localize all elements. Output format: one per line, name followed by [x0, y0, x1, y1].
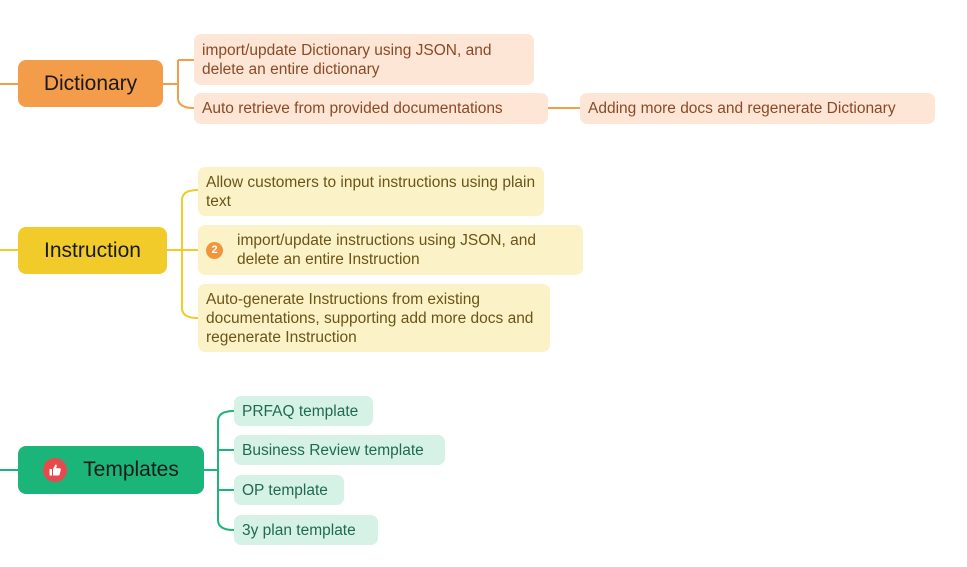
dictionary-child-2[interactable]: Auto retrieve from provided documentatio… — [194, 93, 548, 124]
templates-child-4[interactable]: 3y plan template — [234, 515, 378, 545]
templates-child-1[interactable]: PRFAQ template — [234, 396, 373, 426]
instruction-child-1[interactable]: Allow customers to input instructions us… — [198, 167, 544, 216]
instruction-child-2[interactable]: 2 import/update instructions using JSON,… — [198, 225, 583, 275]
dictionary-child-1[interactable]: import/update Dictionary using JSON, and… — [194, 34, 534, 85]
dictionary-label: Dictionary — [43, 71, 138, 95]
instruction-child-3[interactable]: Auto-generate Instructions from existing… — [198, 284, 550, 352]
templates-child-3[interactable]: OP template — [234, 475, 344, 505]
dictionary-sub-child[interactable]: Adding more docs and regenerate Dictiona… — [580, 93, 935, 124]
dictionary-node[interactable]: Dictionary — [18, 60, 163, 107]
priority-2-icon: 2 — [206, 241, 223, 259]
instruction-node[interactable]: Instruction — [18, 227, 167, 274]
instruction-label: Instruction — [44, 238, 141, 262]
templates-child-2[interactable]: Business Review template — [234, 435, 445, 465]
templates-label: Templates — [83, 458, 179, 481]
thumbs-up-icon — [43, 458, 68, 482]
templates-node[interactable]: Templates — [18, 446, 204, 494]
